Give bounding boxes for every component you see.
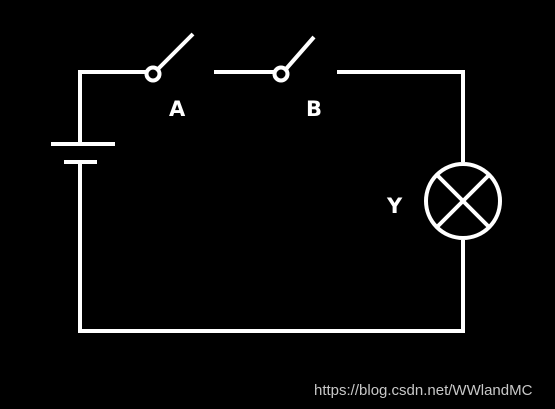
- switch-b-pivot: [272, 65, 290, 83]
- wire-right-top: [337, 70, 465, 162]
- battery-icon: [51, 142, 115, 164]
- lamp-label: Y: [386, 194, 403, 218]
- switch-a-icon: [144, 32, 195, 83]
- switch-a-pivot: [144, 65, 162, 83]
- switch-a-label: A: [169, 97, 186, 121]
- lamp-icon: [424, 162, 502, 240]
- lamp-cross-2: [435, 173, 491, 229]
- wires: [78, 70, 465, 333]
- lamp-circle: [424, 162, 502, 240]
- switch-b-lever: [284, 35, 316, 71]
- switch-b-label: B: [306, 97, 322, 121]
- switch-b-icon: [272, 35, 316, 83]
- wire-bottom: [78, 162, 465, 333]
- wire-left-top: [78, 70, 147, 143]
- switch-a-lever: [156, 32, 195, 71]
- watermark-text: https://blog.csdn.net/WWlandMC: [314, 382, 533, 399]
